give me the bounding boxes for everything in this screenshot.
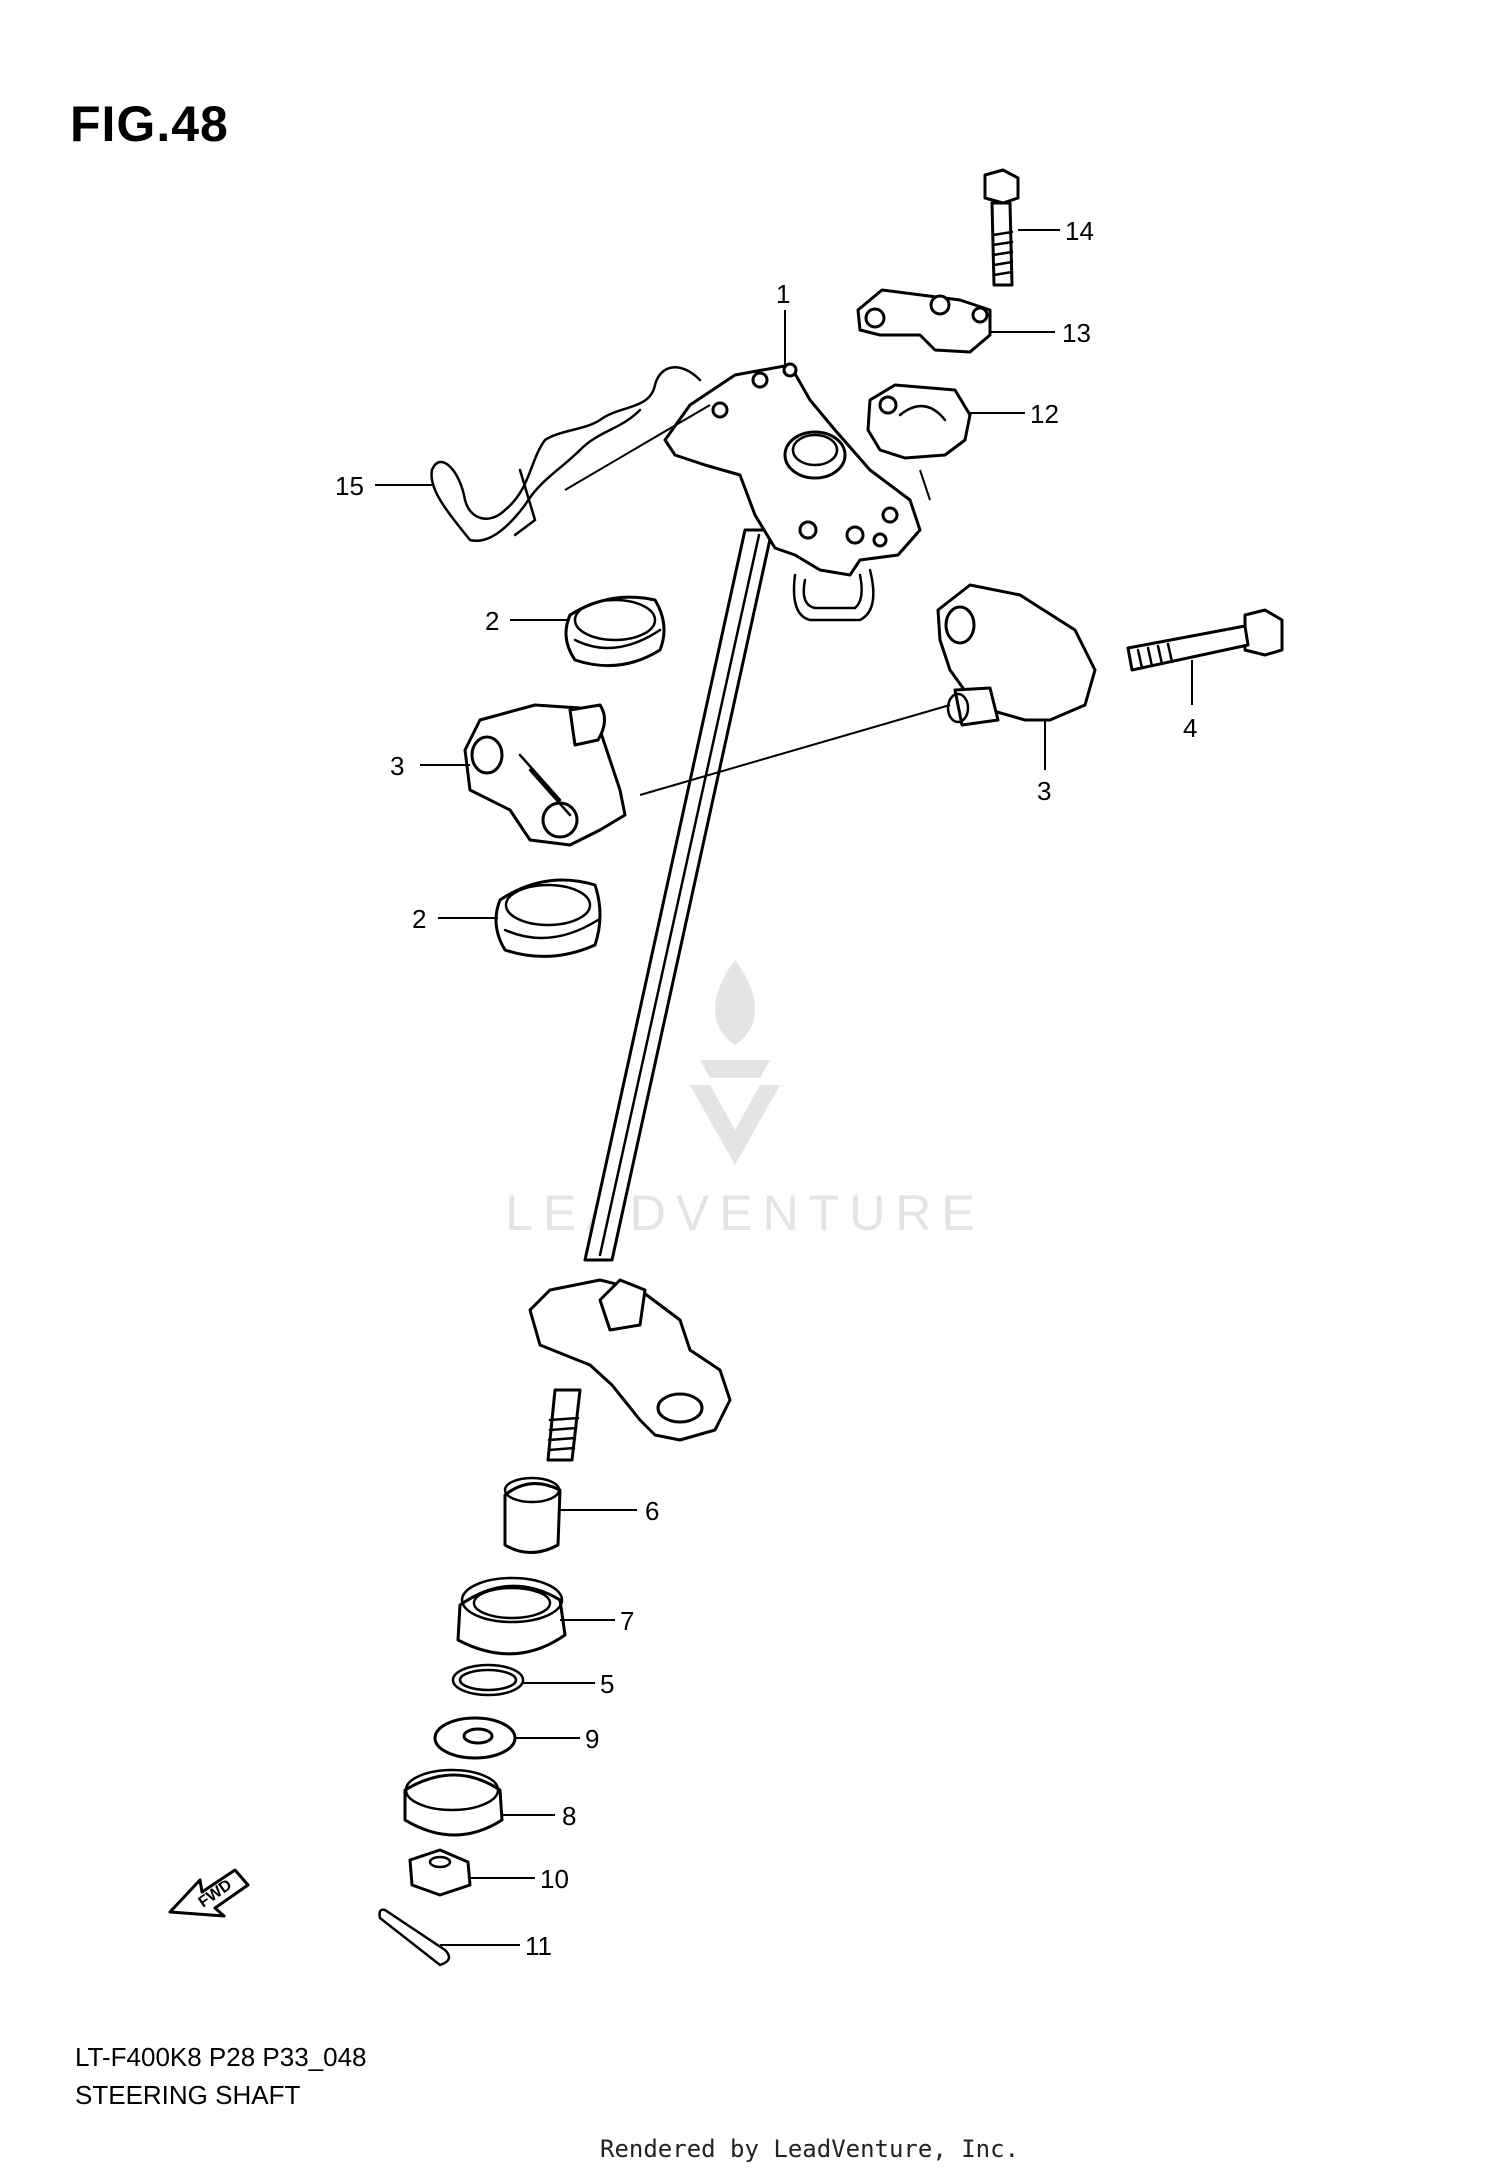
callout-1: 1 [776, 279, 790, 309]
part-4-bolt [1126, 608, 1284, 672]
part-1-upper-bracket [663, 362, 922, 622]
callout-12: 12 [1030, 399, 1059, 429]
part-3-holder-left [463, 703, 627, 847]
callout-6: 6 [645, 1496, 659, 1526]
diagram-name: STEERING SHAFT [75, 2080, 301, 2110]
figure-title: FIG.48 [70, 96, 229, 152]
part-3-holder-right [936, 583, 1097, 727]
callout-3-left: 3 [390, 751, 404, 781]
callout-10: 10 [540, 1864, 569, 1894]
part-7-bearing [456, 1576, 567, 1656]
part-14-bolt [983, 168, 1020, 287]
callout-15: 15 [335, 471, 364, 501]
callout-13: 13 [1062, 318, 1091, 348]
callout-7: 7 [620, 1606, 634, 1636]
watermark-text: LEADVENTURE [505, 1185, 985, 1241]
callout-5: 5 [600, 1669, 614, 1699]
part-15-spring-clip [430, 366, 702, 543]
callout-4: 4 [1183, 713, 1197, 743]
fwd-arrow-icon: FWD [168, 1868, 250, 1918]
callout-8: 8 [562, 1801, 576, 1831]
part-2-bushing-upper [564, 595, 666, 668]
part-11-cotter-pin [378, 1908, 451, 1967]
part-13-clamp-upper [856, 288, 992, 354]
watermark: LEADVENTURE [505, 960, 985, 1241]
assembly-lines [564, 404, 951, 796]
callout-11: 11 [525, 1931, 552, 1961]
callout-14: 14 [1065, 216, 1094, 246]
callout-labels: 14 1 13 12 15 2 4 3 3 2 6 7 5 9 8 10 11 [335, 216, 1197, 1961]
rendered-by-credit: Rendered by LeadVenture, Inc. [600, 2135, 1020, 2163]
callout-9: 9 [585, 1724, 599, 1754]
leader-lines [375, 229, 1193, 1946]
part-12-clamp-lower [866, 383, 972, 460]
callout-2-lower: 2 [412, 904, 426, 934]
part-5-o-ring [451, 1663, 525, 1697]
callout-3-right: 3 [1037, 776, 1051, 806]
part-9-washer [433, 1716, 517, 1760]
model-code: LT-F400K8 P28 P33_048 [75, 2042, 367, 2072]
part-8-cup [403, 1768, 504, 1837]
part-6-sleeve [503, 1476, 562, 1554]
part-2-bushing-lower [494, 878, 602, 958]
callout-2-upper: 2 [485, 606, 499, 636]
watermark-logo [690, 960, 780, 1165]
part-10-nut [408, 1848, 472, 1897]
lower-bracket [528, 1278, 732, 1462]
